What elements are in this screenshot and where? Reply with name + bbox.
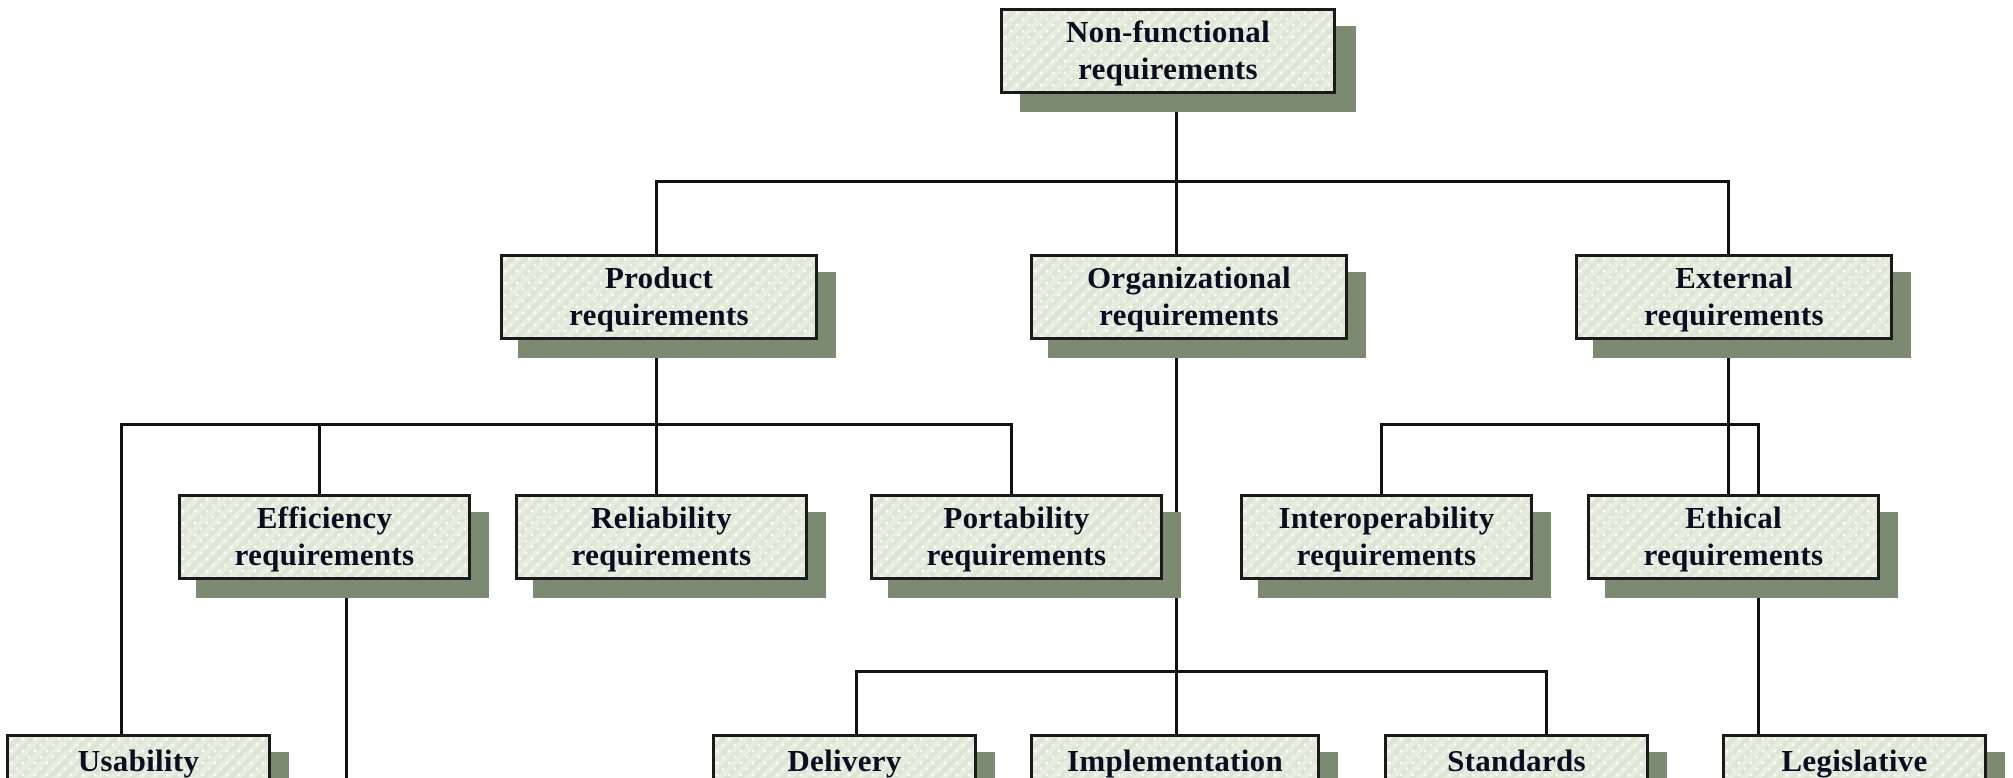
connector-product-stem — [655, 290, 658, 426]
connector-to-external — [1727, 180, 1730, 257]
node-label-line2: requirements — [1296, 537, 1477, 572]
connector-to-ethical — [1727, 423, 1730, 498]
connector-level2-bus — [655, 180, 1730, 183]
node-label-line1: Portability — [943, 500, 1090, 536]
node-legislative-requirements[interactable]: Legislative requirements — [1722, 734, 1987, 778]
node-label-line2: requirements — [569, 297, 749, 332]
connector-external-bus — [1380, 423, 1760, 426]
node-interoperability-requirements[interactable]: Interoperability requirements — [1240, 494, 1533, 580]
connector-to-portability — [1010, 423, 1013, 498]
node-label-line2: requirements — [234, 537, 415, 572]
node-implementation-requirements[interactable]: Implementation requirements — [1030, 734, 1320, 778]
connector-organizational-bus — [855, 670, 1548, 673]
node-label-line1: Delivery — [787, 743, 902, 778]
node-external-requirements[interactable]: External requirements — [1575, 254, 1893, 340]
node-organizational-requirements[interactable]: Organizational requirements — [1030, 254, 1348, 340]
connector-to-delivery — [855, 670, 858, 735]
connector-to-usability — [120, 423, 123, 735]
node-label-line1: Organizational — [1087, 260, 1291, 296]
connector-to-implementation — [1175, 670, 1178, 735]
node-product-requirements[interactable]: Product requirements — [500, 254, 818, 340]
node-label-line2: requirements — [1078, 51, 1258, 86]
connector-external-stem — [1727, 290, 1730, 426]
connector-product-bus — [120, 423, 1013, 426]
connector-to-efficiency — [318, 423, 321, 498]
connector-to-product — [655, 180, 658, 257]
connector-organizational-stem — [1175, 290, 1178, 673]
node-label-line1: Standards — [1447, 743, 1586, 778]
node-reliability-requirements[interactable]: Reliability requirements — [515, 494, 808, 580]
connector-to-standards — [1545, 670, 1548, 735]
node-label-line1: Product — [604, 260, 714, 296]
node-delivery-requirements[interactable]: Delivery requirements — [712, 734, 977, 778]
node-label-line2: requirements — [1099, 297, 1279, 332]
node-label-line1: Ethical — [1685, 500, 1782, 536]
node-ethical-requirements[interactable]: Ethical requirements — [1587, 494, 1880, 580]
node-standards-requirements[interactable]: Standards requirements — [1384, 734, 1649, 778]
connector-to-interoperability — [1380, 423, 1383, 498]
node-label-line1: External — [1675, 260, 1793, 296]
node-portability-requirements[interactable]: Portability requirements — [870, 494, 1163, 580]
node-label-line2: requirements — [1643, 537, 1824, 572]
node-label-line1: Legislative — [1781, 743, 1928, 778]
node-usability-requirements[interactable]: Usability requirements — [6, 734, 271, 778]
node-non-functional-requirements[interactable]: Non-functional requirements — [1000, 8, 1336, 94]
node-label-line1: Reliability — [590, 500, 733, 536]
node-label-line1: Usability — [77, 743, 200, 778]
connector-root-stem — [1175, 93, 1178, 183]
connector-to-organizational — [1175, 180, 1178, 257]
node-efficiency-requirements[interactable]: Efficiency requirements — [178, 494, 471, 580]
node-label-line2: requirements — [1644, 297, 1824, 332]
node-label-line1: Implementation — [1066, 743, 1284, 778]
node-label-line2: requirements — [926, 537, 1107, 572]
node-label-line1: Efficiency — [256, 500, 393, 536]
connector-to-reliability — [655, 423, 658, 498]
connector-efficiency-stem — [345, 565, 348, 778]
node-label-line1: Non-functional — [1065, 14, 1270, 50]
node-label-line1: Interoperability — [1278, 500, 1495, 536]
node-label-line2: requirements — [571, 537, 752, 572]
